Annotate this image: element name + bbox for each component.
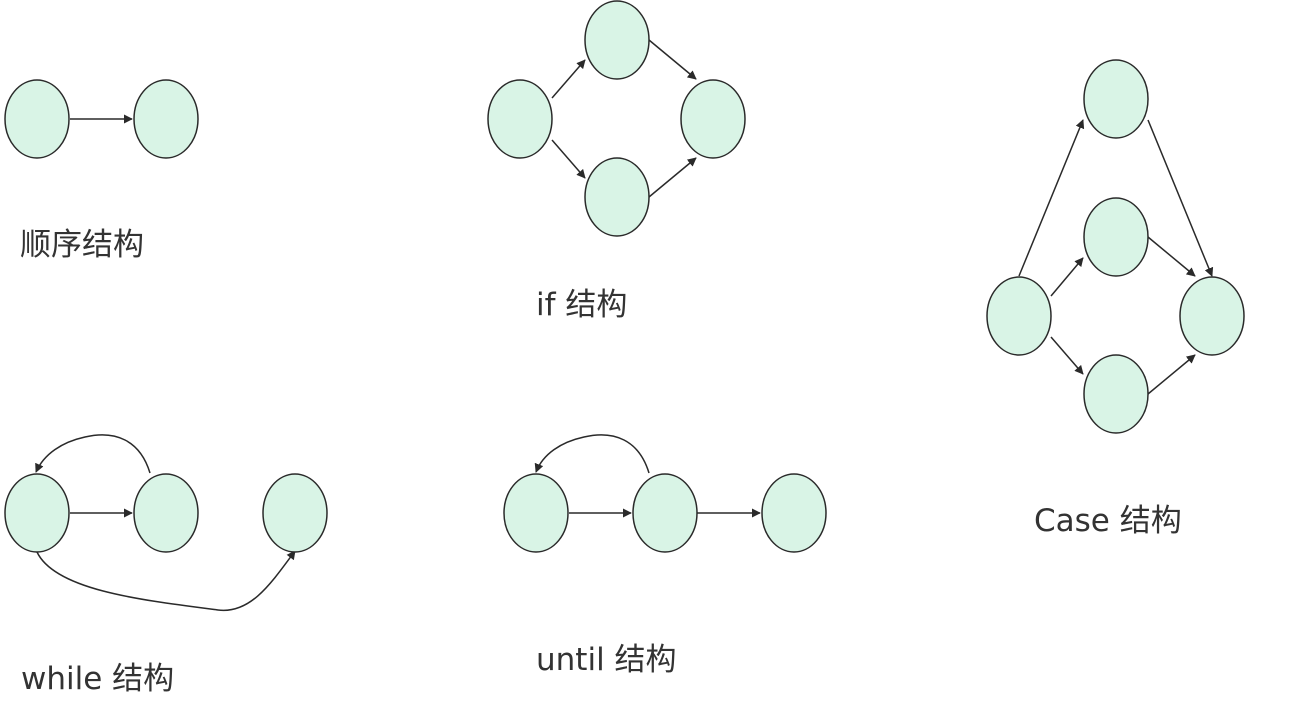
while-structure — [4, 434, 328, 612]
while-edge-loop-back — [35, 434, 151, 474]
case-node-bottom — [1083, 354, 1149, 434]
sequence-node-1 — [4, 79, 70, 159]
case-structure-label: Case 结构 — [1034, 503, 1182, 539]
case-node-middle — [1083, 197, 1149, 277]
until-edge-loop-back — [534, 434, 650, 474]
sequence-node-2 — [133, 79, 199, 159]
while-edge-exit — [36, 550, 296, 612]
case-edge-middle-end — [1147, 236, 1196, 277]
if-node-end — [680, 79, 746, 159]
case-edge-start-bottom — [1050, 336, 1084, 375]
while-node-condition — [4, 473, 70, 553]
until-structure-label: until 结构 — [536, 642, 677, 678]
case-node-start — [986, 276, 1052, 356]
if-node-start — [487, 79, 553, 159]
case-edge-start-top — [1018, 119, 1085, 277]
if-edge-start-bottom — [551, 139, 586, 179]
if-edge-start-top — [551, 59, 586, 99]
if-node-bottom — [584, 157, 650, 237]
while-node-body — [133, 473, 199, 553]
case-edge-start-middle — [1050, 257, 1084, 297]
if-structure — [487, 0, 746, 237]
until-node-condition — [632, 473, 698, 553]
case-node-top — [1083, 59, 1149, 139]
if-edge-top-end — [648, 39, 697, 80]
sequence-structure — [4, 79, 199, 159]
case-edge-top-end — [1147, 119, 1214, 277]
case-edge-bottom-end — [1147, 354, 1196, 395]
while-structure-label: while 结构 — [21, 661, 175, 697]
if-node-top — [584, 0, 650, 80]
if-edge-bottom-end — [648, 157, 697, 198]
case-structure — [986, 59, 1245, 434]
sequence-structure-label: 顺序结构 — [20, 227, 144, 263]
if-structure-label: if 结构 — [536, 287, 628, 323]
until-structure — [503, 434, 827, 553]
case-node-end — [1179, 276, 1245, 356]
until-node-body — [503, 473, 569, 553]
until-node-exit — [761, 473, 827, 553]
while-node-exit — [262, 473, 328, 553]
